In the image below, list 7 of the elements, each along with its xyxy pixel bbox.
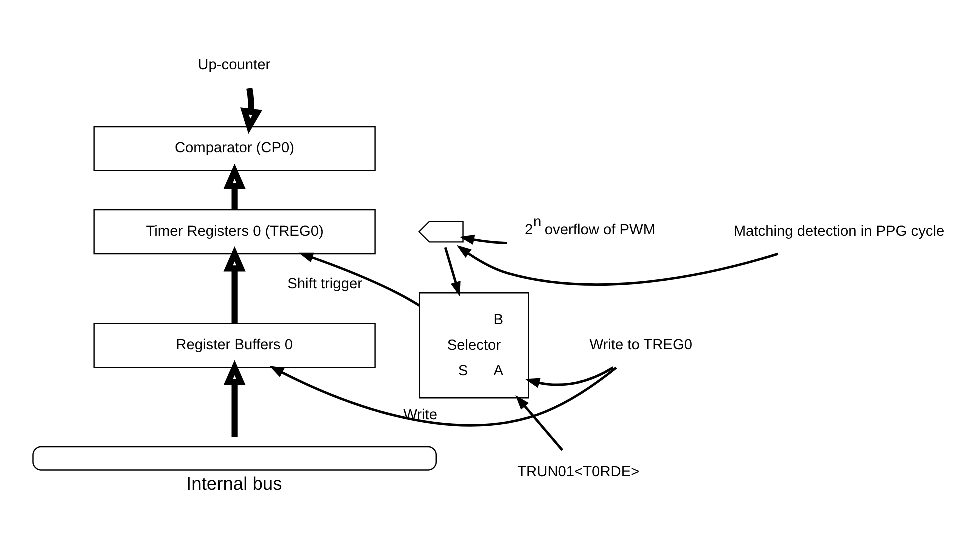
edge-label: Shift trigger [288,276,362,293]
node-text: Write to TREG0 [590,337,692,354]
edge-label: Write [404,407,438,424]
node-text: TRUN01<T0RDE> [518,464,640,480]
node-label: Internal bus [186,472,282,494]
node-text: Matching detection in PPG cycle [734,224,945,240]
node-text: Up-counter [198,58,271,74]
